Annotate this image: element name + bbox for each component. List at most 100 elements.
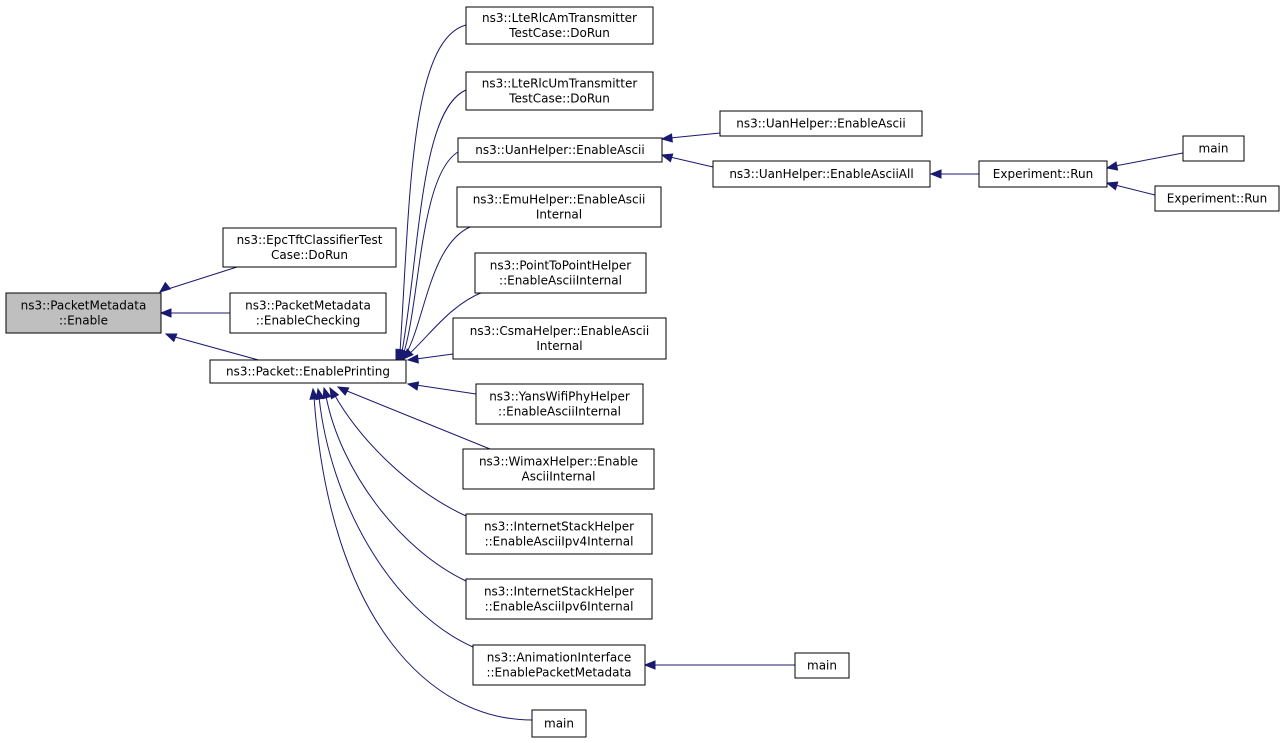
arrow-head-icon	[660, 153, 674, 163]
node-box[interactable]	[462, 448, 655, 490]
call-edge	[325, 395, 467, 582]
node-label: ::EnableChecking	[256, 314, 360, 328]
node-box[interactable]	[719, 110, 923, 137]
arrow-head-icon	[660, 133, 673, 143]
node-label: ::Enable	[59, 314, 108, 328]
call-edge	[669, 156, 714, 168]
node-label: Experiment::Run	[1167, 192, 1267, 206]
arrow-head-icon	[1105, 181, 1119, 191]
call-edge	[415, 353, 454, 360]
node-box[interactable]	[229, 292, 387, 334]
call-edge	[415, 384, 477, 395]
node-enable-printing[interactable]: ns3::Packet::EnablePrinting	[209, 359, 407, 384]
node-label: ns3::LteRlcAmTransmitter	[482, 11, 637, 25]
node-p2p-ascii[interactable]: ns3::PointToPointHelper::EnableAsciiInte…	[474, 252, 647, 294]
node-label: ns3::UanHelper::EnableAscii	[475, 143, 644, 157]
node-label: main	[1199, 142, 1229, 156]
call-edge	[174, 336, 263, 362]
node-csma-ascii[interactable]: ns3::CsmaHelper::EnableAsciiInternal	[452, 317, 667, 360]
arrow-head-icon	[322, 386, 332, 400]
node-uan-ascii2[interactable]: ns3::UanHelper::EnableAscii	[719, 110, 923, 137]
node-label: ::EnablePacketMetadata	[486, 666, 631, 680]
node-label: ns3::CsmaHelper::EnableAscii	[470, 324, 649, 338]
node-exp-run-2[interactable]: Experiment::Run	[1154, 185, 1280, 212]
node-label: ns3::AnimationInterface	[487, 651, 631, 665]
node-label: ns3::WimaxHelper::Enable	[479, 455, 638, 469]
node-label: ns3::EpcTftClassifierTest	[237, 233, 383, 247]
node-label: ns3::PacketMetadata	[245, 299, 371, 313]
node-box[interactable]	[472, 644, 646, 686]
node-box[interactable]	[465, 6, 654, 45]
node-main-b[interactable]: main	[1182, 135, 1245, 162]
node-box[interactable]	[456, 186, 662, 228]
arrow-head-icon	[158, 281, 172, 293]
node-box[interactable]	[222, 227, 397, 268]
node-exp-run-1[interactable]: Experiment::Run	[978, 160, 1108, 188]
node-uan-ascii[interactable]: ns3::UanHelper::EnableAscii	[457, 137, 663, 163]
node-main-a[interactable]: main	[531, 709, 587, 738]
node-box[interactable]	[531, 709, 587, 738]
node-label: ::EnableAsciiIpv6Internal	[485, 600, 634, 614]
node-box[interactable]	[1182, 135, 1245, 162]
node-label: Experiment::Run	[993, 167, 1093, 181]
call-edge	[333, 393, 467, 517]
node-inet-ipv6[interactable]: ns3::InternetStackHelper::EnableAsciiIpv…	[465, 578, 653, 620]
node-label: ns3::YansWifiPhyHelper	[489, 390, 630, 404]
node-enable-checking[interactable]: ns3::PacketMetadata::EnableChecking	[229, 292, 387, 334]
arrow-head-icon	[643, 660, 656, 670]
node-label: ns3::EmuHelper::EnableAscii	[473, 193, 646, 207]
node-label: ns3::LteRlcUmTransmitter	[482, 77, 638, 91]
node-box[interactable]	[465, 71, 654, 111]
node-anim[interactable]: ns3::AnimationInterface::EnablePacketMet…	[472, 644, 646, 686]
call-edge	[167, 266, 238, 290]
node-box[interactable]	[209, 359, 407, 384]
node-label: AsciiInternal	[522, 470, 596, 484]
call-edge	[401, 89, 467, 353]
node-label: TestCase::DoRun	[508, 26, 610, 40]
node-uan-ascii-all[interactable]: ns3::UanHelper::EnableAsciiAll	[712, 160, 931, 188]
node-label: ::EnableAsciiIpv4Internal	[485, 535, 634, 549]
node-box[interactable]	[457, 137, 663, 163]
node-label: ns3::InternetStackHelper	[484, 585, 634, 599]
node-yans-ascii[interactable]: ns3::YansWifiPhyHelper::EnableAsciiInter…	[475, 383, 644, 425]
node-box[interactable]	[1154, 185, 1280, 212]
node-box[interactable]	[474, 252, 647, 294]
node-box[interactable]	[5, 292, 162, 334]
graph-edges	[158, 24, 1184, 721]
node-box[interactable]	[712, 160, 931, 188]
node-wimax-ascii[interactable]: ns3::WimaxHelper::EnableAsciiInternal	[462, 448, 655, 490]
node-inet-ipv4[interactable]: ns3::InternetStackHelper::EnableAsciiIpv…	[465, 513, 653, 555]
arrow-head-icon	[402, 348, 414, 360]
node-label: ns3::Packet::EnablePrinting	[226, 365, 390, 379]
node-box[interactable]	[452, 317, 667, 360]
node-main-c[interactable]: main	[794, 652, 850, 679]
node-label: ::EnableAsciiInternal	[498, 405, 621, 419]
node-label: ns3::InternetStackHelper	[484, 520, 634, 534]
arrow-head-icon	[406, 381, 420, 391]
graph-nodes: ns3::PacketMetadata::Enable ns3::EpcTftCl…	[5, 6, 1280, 738]
node-label: Case::DoRun	[271, 248, 348, 262]
call-edge	[313, 396, 533, 721]
call-edge	[403, 151, 459, 353]
node-box[interactable]	[465, 578, 653, 620]
node-box[interactable]	[794, 652, 850, 679]
node-box[interactable]	[465, 513, 653, 555]
arrow-head-icon	[329, 386, 340, 400]
call-edge	[318, 396, 474, 648]
node-label: ns3::UanHelper::EnableAscii	[736, 117, 905, 131]
call-edge	[1114, 184, 1156, 196]
node-label: ns3::PointToPointHelper	[490, 259, 632, 273]
node-label: Internal	[536, 208, 582, 222]
node-label: main	[807, 659, 837, 673]
call-edge	[669, 132, 721, 139]
node-emu-ascii[interactable]: ns3::EmuHelper::EnableAsciiInternal	[456, 186, 662, 228]
node-box[interactable]	[978, 160, 1108, 188]
node-enable[interactable]: ns3::PacketMetadata::Enable	[5, 292, 162, 334]
call-edge	[1114, 152, 1184, 167]
node-box[interactable]	[475, 383, 644, 425]
node-label: ns3::PacketMetadata	[21, 299, 147, 313]
